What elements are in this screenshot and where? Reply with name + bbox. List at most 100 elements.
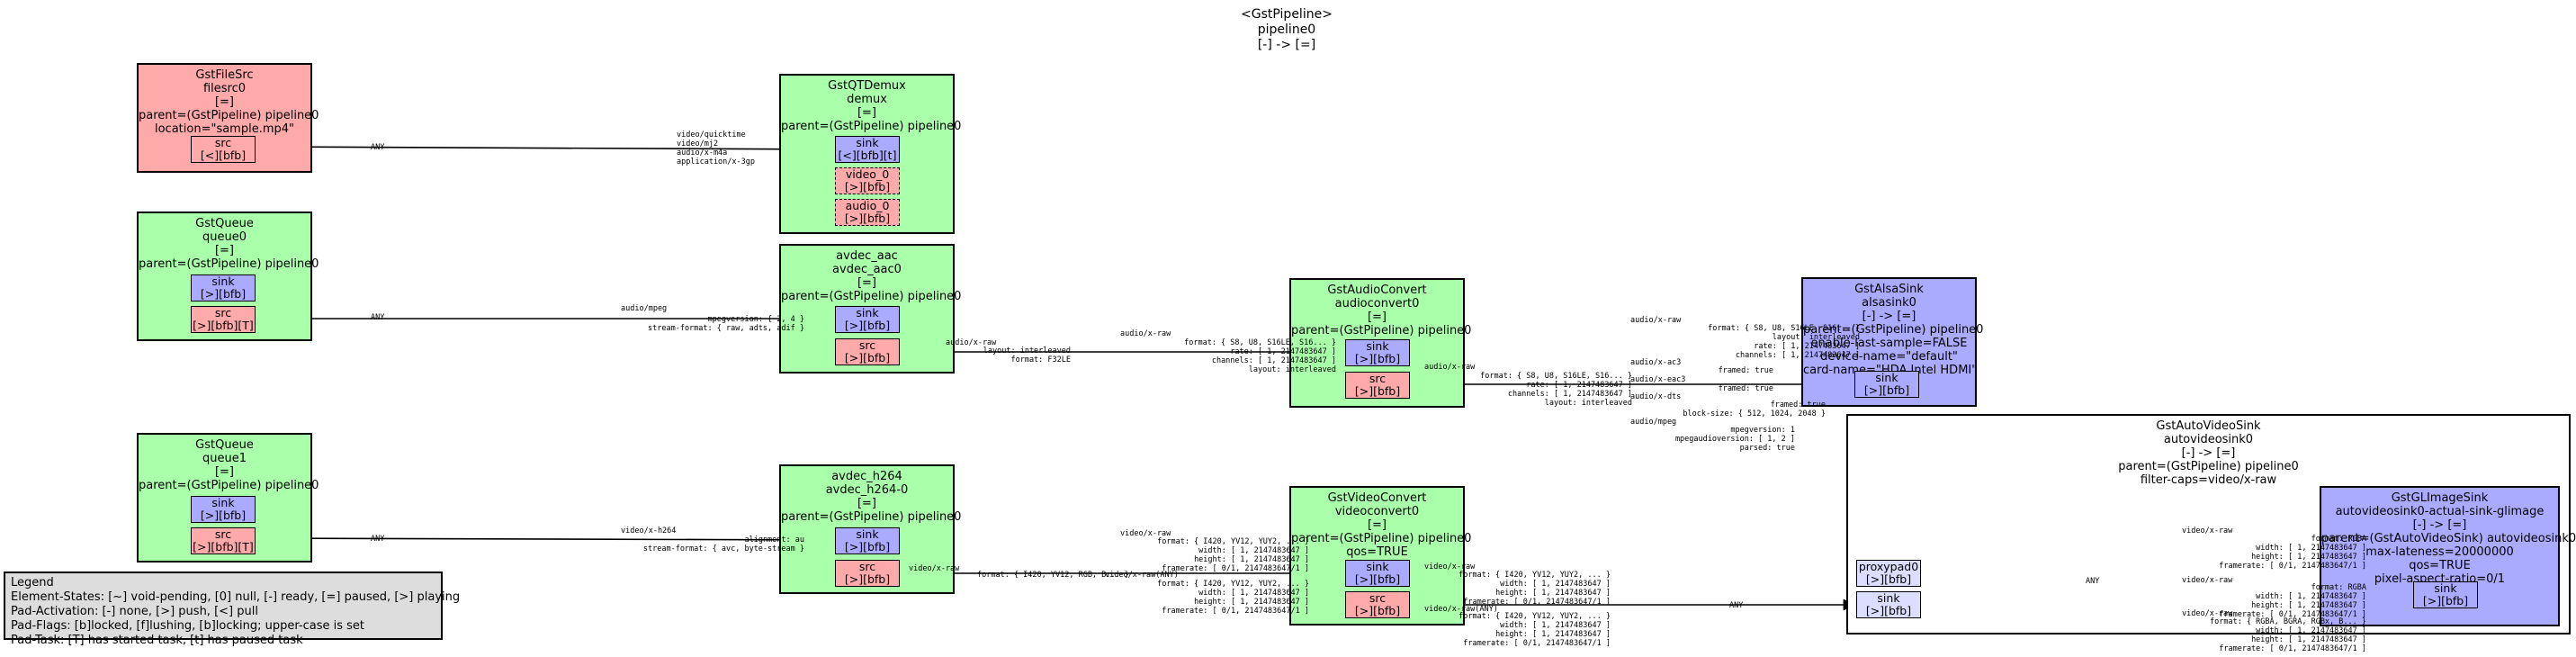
text-line: audio/x-raw <box>1120 329 1171 338</box>
text-line: autovideosink0 <box>2163 433 2254 446</box>
text-line: [>][bfb] <box>844 319 891 332</box>
text-line: [>][bfb] <box>844 540 891 554</box>
text-line: framerate: [ 0/1, 2147483647/1 ] <box>1463 598 1611 607</box>
text-line: [-] -> [=] <box>2181 446 2236 460</box>
text-line: height: [ 1, 2147483647 ] <box>2251 553 2366 562</box>
text-line: sink <box>856 527 879 541</box>
text-line: GstFileSrc <box>195 68 254 82</box>
pad-h264-sink[interactable]: sink[>][bfb] <box>835 527 900 554</box>
pad-aconv-src[interactable]: src[>][bfb] <box>1345 372 1410 399</box>
text-line: ANY <box>371 535 385 544</box>
text-line: video/x-raw(ANY) <box>1424 605 1498 614</box>
text-line: parent=(GstPipeline) pipeline0 <box>2118 460 2299 473</box>
text-line: src <box>214 306 232 320</box>
pad-vconv-src[interactable]: src[>][bfb] <box>1345 591 1410 618</box>
text-line: audio/x-m4a <box>677 148 728 158</box>
caps-vconv-in-fields-1: format: { I420, YV12, YUY2, ... }width: … <box>1138 537 1309 573</box>
text-line: audio/mpeg <box>1630 418 1677 427</box>
text-line: ANY <box>371 143 385 152</box>
text-line: parent=(GstPipeline) pipeline0 <box>1291 532 1472 545</box>
pipeline-title: <GstPipeline>pipeline0[-] -> [=] <box>1197 7 1377 53</box>
pad-h264-src[interactable]: src[>][bfb] <box>835 560 900 587</box>
text-line: height: [ 1, 2147483647 ] <box>1495 589 1611 598</box>
text-line: src <box>1369 591 1387 605</box>
text-line: mpegaudioversion: [ 1, 2 ] <box>1674 435 1795 444</box>
pad-alsa-sink[interactable]: sink[>][bfb] <box>1854 371 1919 398</box>
text-line: video/x-raw <box>1424 562 1476 572</box>
caps-gl-in-name-3: video/x-raw <box>2182 609 2232 618</box>
text-line: sink <box>211 274 235 288</box>
text-line: audio/x-raw <box>1424 363 1476 372</box>
text-line: height: [ 1, 2147483647 ] <box>1495 630 1611 639</box>
pad-aconv-sink[interactable]: sink[>][bfb] <box>1345 339 1410 366</box>
text-line: parent=(GstPipeline) pipeline0 <box>139 109 319 122</box>
text-line: [=] <box>214 95 235 109</box>
text-line: rate: [ 1, 2147483647 ] <box>1754 342 1860 351</box>
text-line: video/x-raw <box>1120 529 1171 538</box>
text-line: mpegversion: { 2, 4 } <box>707 315 804 324</box>
text-line: framed: true <box>1770 400 1826 410</box>
text-line: Element-States: [~] void-pending, [0] nu… <box>11 590 461 604</box>
text-line: src <box>1369 372 1387 385</box>
text-line: format: { RGBA, BGRA, RGBx, B... } <box>2210 617 2366 626</box>
text-line: sink <box>1366 339 1389 353</box>
text-line: video/x-raw <box>2182 526 2233 536</box>
text-line: parent=(GstPipeline) pipeline0 <box>139 479 319 492</box>
text-line: [>][bfb] <box>844 212 891 225</box>
text-line: [>][bfb] <box>844 351 891 364</box>
pad-autovideo-proxypad0[interactable]: proxypad0[>][bfb] <box>1856 560 1921 587</box>
pad-autovideo-sink[interactable]: sink[>][bfb] <box>1856 591 1921 618</box>
caps-queue0-out: ANY <box>371 313 384 322</box>
caps-aconv-out-fields: format: { S8, U8, S16LE, S16... }rate: [… <box>1440 372 1632 408</box>
text-line: parent=(GstAutoVideoSink) autovideosink0 <box>2321 532 2576 545</box>
text-line: qos=TRUE <box>1346 545 1408 559</box>
text-line: parent=(GstPipeline) pipeline0 <box>1291 324 1472 338</box>
text-line: [>][bfb] <box>200 508 247 522</box>
text-line: [>][bfb] <box>1354 352 1401 365</box>
pad-aac-src[interactable]: src[>][bfb] <box>835 338 900 365</box>
text-line: width: [ 1, 2147483647 ] <box>1198 589 1309 598</box>
text-line: audio/x-raw <box>1630 316 1682 325</box>
pad-demux-audio0[interactable]: audio_0[>][bfb] <box>835 199 900 226</box>
pad-glimage-sink[interactable]: sink[>][bfb] <box>2413 581 2478 608</box>
pad-aac-sink[interactable]: sink[>][bfb] <box>835 306 900 333</box>
text-line: format: { S8, U8, S16LE, S16... } <box>1708 324 1860 333</box>
text-line: rate: [ 1, 2147483647 ] <box>1230 347 1336 356</box>
pad-queue1-sink[interactable]: sink[>][bfb] <box>191 496 256 523</box>
text-line: channels: [ 1, 2147483647 ] <box>1735 351 1860 360</box>
text-line: GstAudioConvert <box>1327 284 1427 297</box>
pad-filesrc-src[interactable]: src[<][bfb] <box>191 136 256 163</box>
text-line: width: [ 1, 2147483647 ] <box>2256 626 2366 635</box>
text-line: layout: interleaved <box>1248 365 1336 374</box>
caps-aac-in-name: audio/mpeg <box>621 304 667 313</box>
caps-aconv-in-name: audio/x-raw <box>1120 329 1171 338</box>
text-line: [>][bfb][T] <box>193 319 254 332</box>
text-line: [>][bfb] <box>1354 604 1401 617</box>
text-line: [=] <box>214 244 235 257</box>
text-line: sink <box>856 306 879 320</box>
text-line: [>][bfb] <box>2422 594 2469 608</box>
caps-alsa-in-fields-3: framed: true <box>1660 384 1773 393</box>
pad-queue1-src[interactable]: src[>][bfb][T] <box>191 527 256 554</box>
text-line: src <box>858 560 876 573</box>
text-line: layout: interleaved <box>1772 333 1860 342</box>
pad-vconv-sink[interactable]: sink[>][bfb] <box>1345 560 1410 587</box>
text-line: [>][bfb] <box>1863 383 1910 397</box>
pad-queue0-sink[interactable]: sink[>][bfb] <box>191 274 256 302</box>
pad-demux-sink[interactable]: sink[<][bfb][t] <box>835 136 900 163</box>
text-line: framerate: [ 0/1, 2147483647/1 ] <box>1463 639 1611 648</box>
text-line: max-lateness=20000000 <box>2365 545 2514 559</box>
text-line: width: [ 1, 2147483647 ] <box>1500 621 1611 630</box>
text-line: [=] <box>857 106 877 120</box>
pad-demux-video0[interactable]: video_0[>][bfb] <box>835 167 900 194</box>
pad-queue0-src[interactable]: src[>][bfb][T] <box>191 306 256 333</box>
